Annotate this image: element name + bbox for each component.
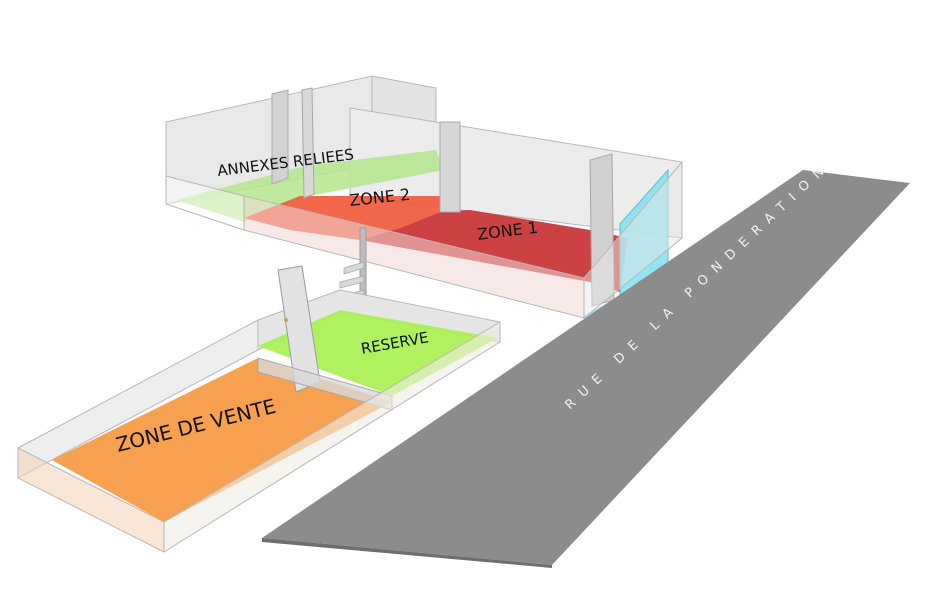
upper-floor (165, 75, 683, 322)
partition-left-1 (271, 89, 289, 185)
partition-left-2 (301, 87, 315, 199)
partition-mid (439, 121, 461, 213)
ground-floor (17, 265, 501, 553)
street-edge (262, 538, 552, 568)
door-handle (284, 318, 288, 322)
upper-right-wall (583, 160, 683, 320)
street-surface (262, 170, 910, 565)
zone1-floor (360, 210, 628, 292)
street (262, 170, 910, 568)
reserve-floor (258, 310, 498, 396)
zone-vente-floor (52, 358, 392, 522)
ground-right-wall (163, 321, 501, 553)
